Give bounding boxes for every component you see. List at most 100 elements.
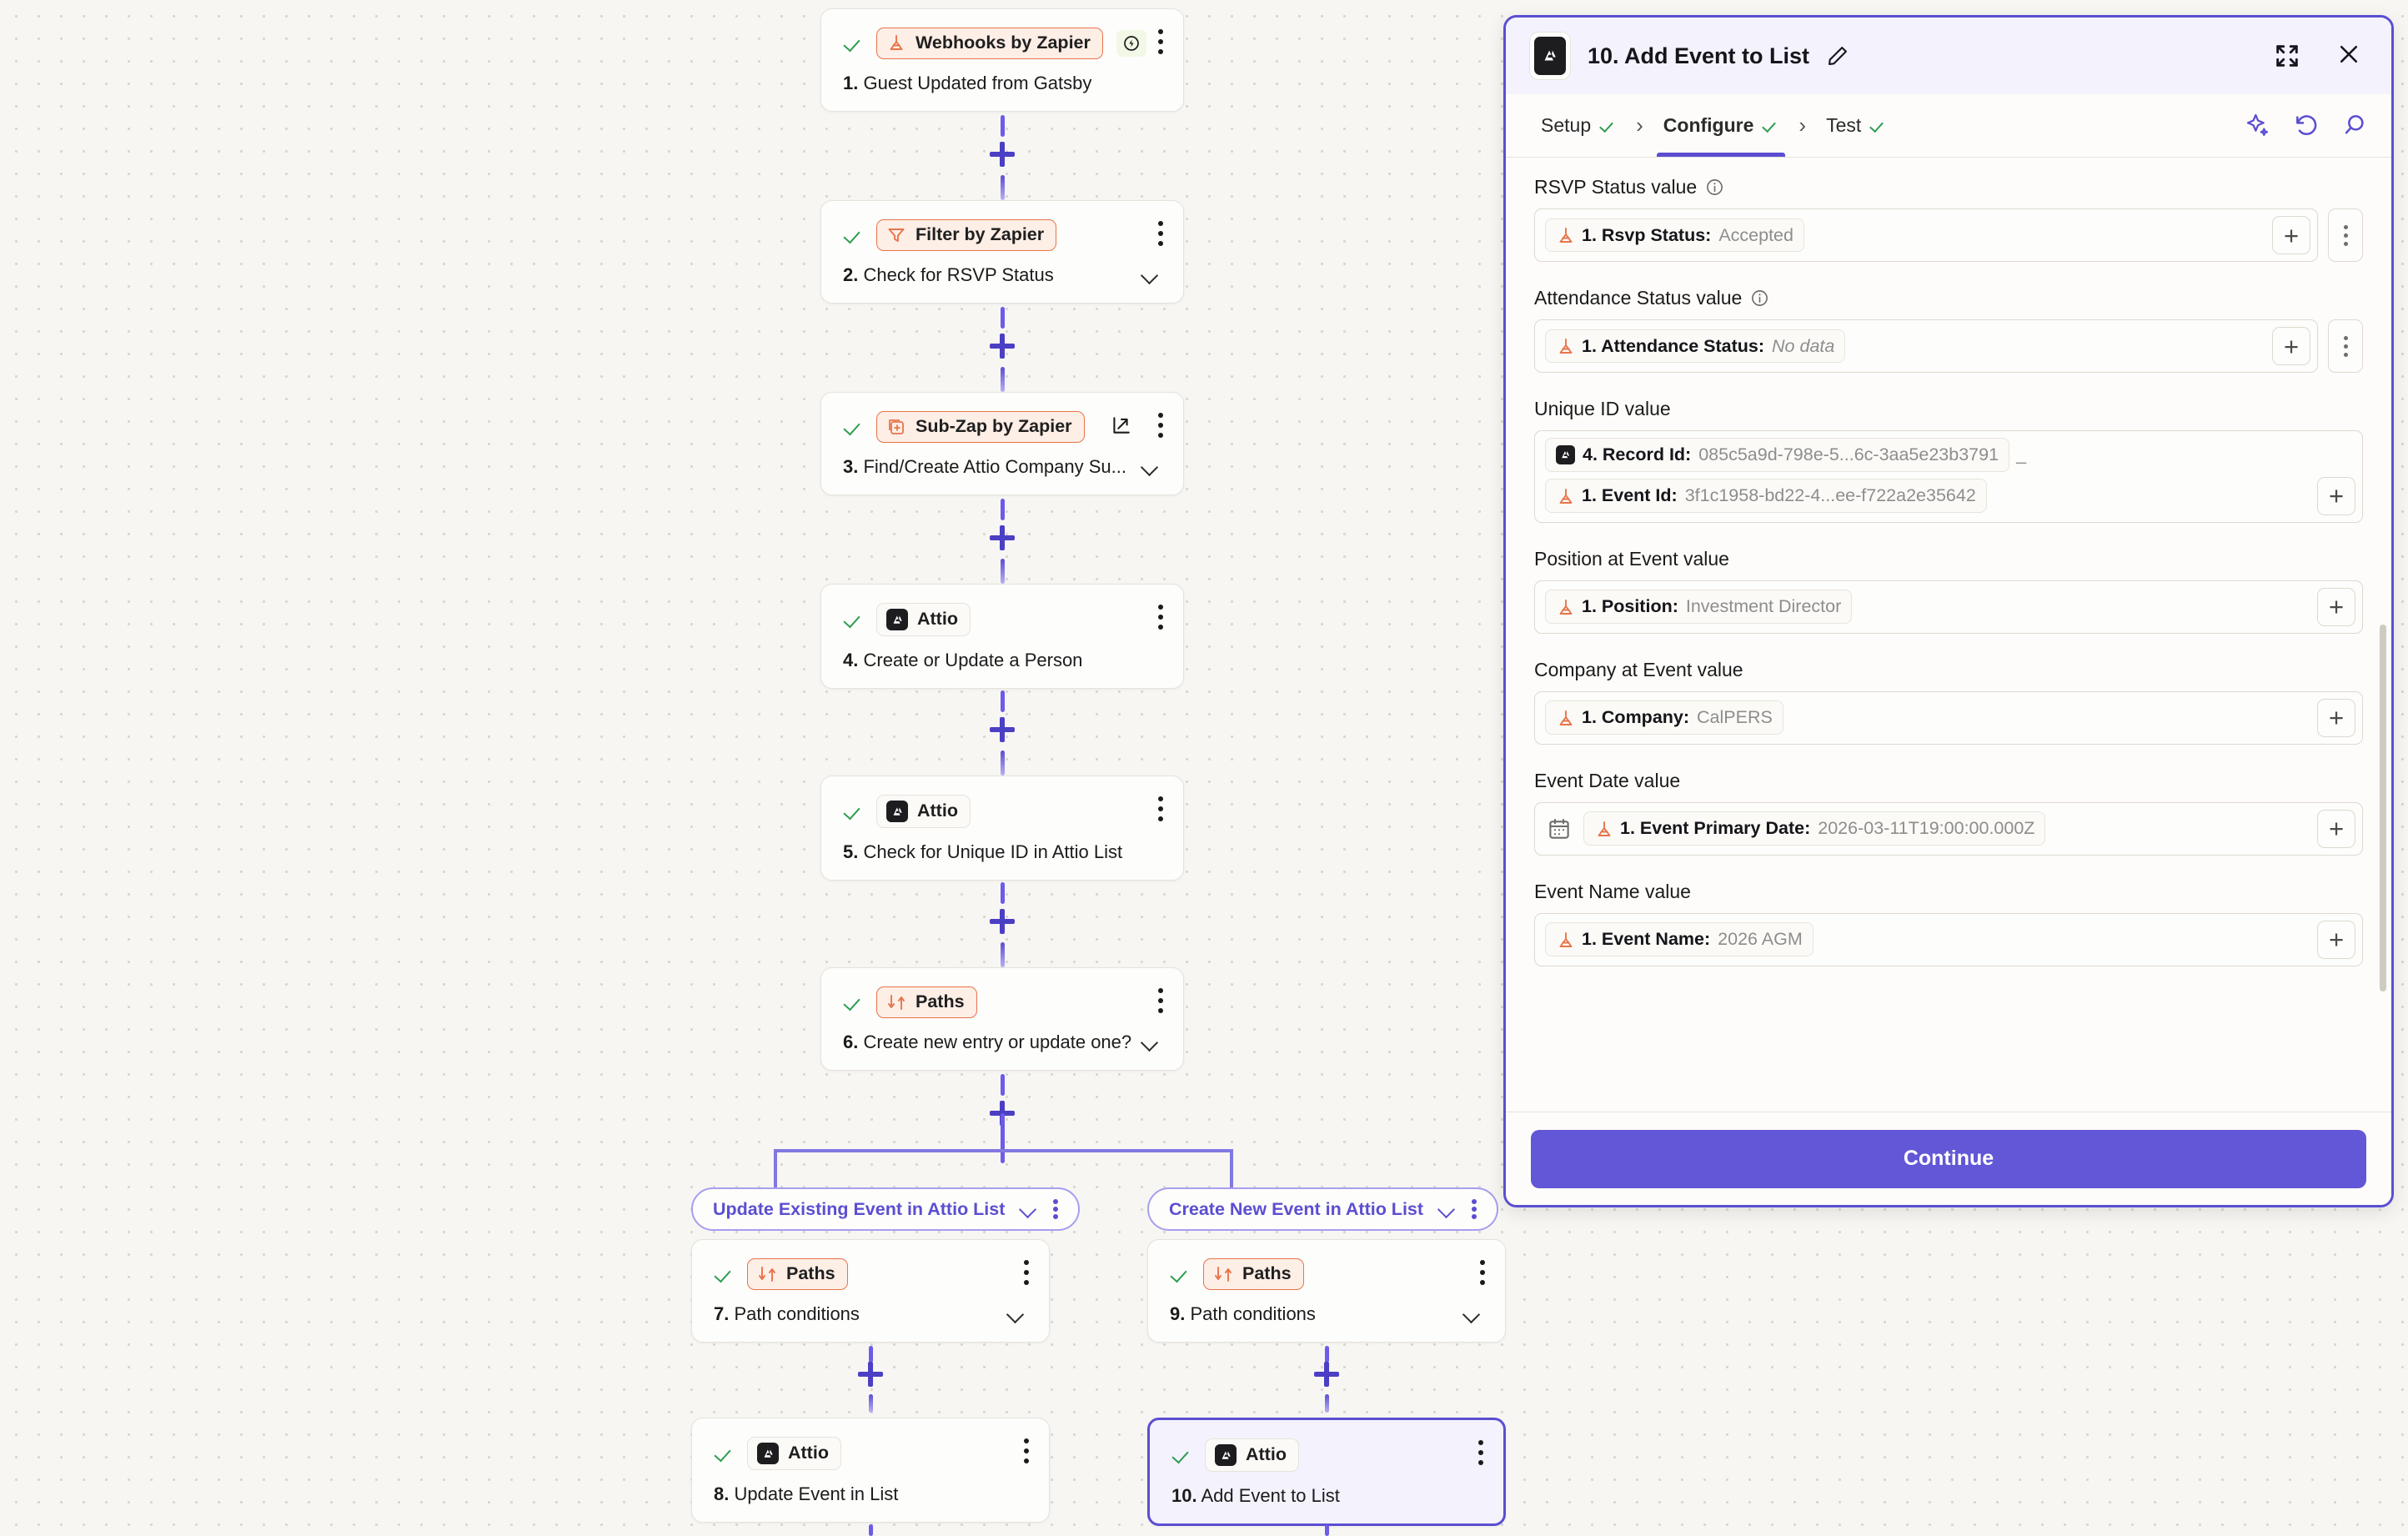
add-step-1[interactable]: [990, 142, 1015, 167]
path-right-add-step[interactable]: [1314, 1362, 1339, 1387]
field-1-token-0[interactable]: 1. Attendance Status:No data: [1545, 329, 1845, 364]
undo-icon[interactable]: [2293, 112, 2321, 140]
tab-configure[interactable]: Configure: [1650, 94, 1793, 157]
path-right-more-menu[interactable]: [1472, 1199, 1478, 1219]
field-6-token-0[interactable]: 1. Event Name:2026 AGM: [1545, 922, 1814, 956]
expand-icon[interactable]: [2273, 42, 2301, 70]
add-step-2[interactable]: [990, 334, 1015, 359]
page-title: 10. Add Event to List: [1588, 43, 1809, 69]
field-4-input[interactable]: 1. Company:CalPERS +: [1534, 691, 2363, 745]
chevron-down-icon[interactable]: [1140, 269, 1161, 282]
field-0-label: RSVP Status value: [1534, 176, 1697, 198]
node-2-app-chip[interactable]: Filter by Zapier: [876, 219, 1056, 251]
info-icon[interactable]: [1705, 178, 1724, 197]
node-3-more-menu[interactable]: [1158, 413, 1165, 438]
node-8-more-menu[interactable]: [1024, 1438, 1031, 1463]
node-4-app-chip[interactable]: Attio: [876, 603, 971, 636]
node-7-app-chip[interactable]: Paths: [747, 1258, 848, 1290]
field-5-token-0[interactable]: 1. Event Primary Date:2026-03-11T19:00:0…: [1583, 811, 2045, 846]
node-4-more-menu[interactable]: [1158, 605, 1165, 630]
node-1-title: Guest Updated from Gatsby: [863, 73, 1091, 93]
node-6-index: 6.: [843, 1032, 858, 1052]
close-icon[interactable]: [2336, 42, 2365, 70]
node-10-app-chip[interactable]: Attio: [1205, 1438, 1299, 1472]
field-2-add-button[interactable]: +: [2317, 477, 2355, 515]
panel-scrollbar[interactable]: [2380, 625, 2386, 991]
field-1-input[interactable]: 1. Attendance Status:No data +: [1534, 319, 2318, 373]
path-right-pill[interactable]: Create New Event in Attio List: [1147, 1187, 1498, 1231]
field-1-add-button[interactable]: +: [2272, 327, 2310, 365]
check-icon: [714, 1263, 735, 1285]
paths-icon: [757, 1264, 777, 1284]
field-2-token-2[interactable]: 1. Event Id:3f1c1958-bd22-4...ee-f722a2e…: [1545, 479, 1987, 513]
info-icon[interactable]: [1750, 289, 1769, 308]
chevron-down-icon[interactable]: [1140, 460, 1161, 474]
node-6-more-menu[interactable]: [1158, 988, 1165, 1013]
path-left-pill[interactable]: Update Existing Event in Attio List: [691, 1187, 1080, 1231]
field-3-token-0[interactable]: 1. Position:Investment Director: [1545, 590, 1852, 624]
connector-line: [1001, 690, 1005, 712]
add-step-5[interactable]: [990, 909, 1015, 934]
tab-setup[interactable]: Setup: [1528, 94, 1629, 157]
field-5-add-button[interactable]: +: [2317, 810, 2355, 848]
node-8-app-chip[interactable]: Attio: [747, 1437, 841, 1470]
continue-button[interactable]: Continue: [1531, 1130, 2366, 1188]
field-0-more-menu[interactable]: [2328, 208, 2363, 262]
field-1-label: Attendance Status value: [1534, 287, 1742, 309]
chevron-down-icon[interactable]: [1462, 1308, 1483, 1321]
node-10-more-menu[interactable]: [1478, 1440, 1485, 1465]
node-4-app-label: Attio: [917, 610, 958, 629]
field-0-input[interactable]: 1. Rsvp Status:Accepted +: [1534, 208, 2318, 262]
add-step-4[interactable]: [990, 717, 1015, 742]
path-left-add-step[interactable]: [858, 1362, 883, 1387]
token-key: 1. Position:: [1582, 596, 1678, 617]
field-4-add-button[interactable]: +: [2317, 699, 2355, 737]
field-0-add-button[interactable]: +: [2272, 216, 2310, 254]
field-0-token-0[interactable]: 1. Rsvp Status:Accepted: [1545, 218, 1804, 253]
node-5-more-menu[interactable]: [1158, 796, 1165, 821]
add-step-3[interactable]: [990, 525, 1015, 550]
chevron-down-icon[interactable]: [1006, 1308, 1027, 1321]
node-3-app-chip[interactable]: Sub-Zap by Zapier: [876, 411, 1085, 443]
field-2-token-0[interactable]: 4. Record Id:085c5a9d-798e-5...6c-3aa5e2…: [1545, 438, 2009, 472]
path-left-more-menu[interactable]: [1053, 1199, 1060, 1219]
field-6-input[interactable]: 1. Event Name:2026 AGM +: [1534, 913, 2363, 966]
instant-trigger-icon[interactable]: [1116, 30, 1146, 57]
node-9-more-menu[interactable]: [1480, 1260, 1487, 1285]
field-2-input[interactable]: 4. Record Id:085c5a9d-798e-5...6c-3aa5e2…: [1534, 430, 2363, 523]
node-6-app-chip[interactable]: Paths: [876, 986, 977, 1018]
field-3-add-button[interactable]: +: [2317, 588, 2355, 626]
chevron-down-icon[interactable]: [1140, 1036, 1161, 1049]
node-2-more-menu[interactable]: [1158, 221, 1165, 246]
node-5-app-chip[interactable]: Attio: [876, 795, 971, 828]
ai-sparkle-icon[interactable]: [2245, 112, 2273, 140]
node-7-more-menu[interactable]: [1024, 1260, 1031, 1285]
node-1-app-chip[interactable]: Webhooks by Zapier: [876, 28, 1103, 59]
tab-test[interactable]: Test: [1813, 94, 1899, 157]
chevron-down-icon[interactable]: [1018, 1202, 1040, 1216]
field-3-input[interactable]: 1. Position:Investment Director +: [1534, 580, 2363, 634]
branch-connector: [774, 1149, 1230, 1152]
field-1-more-menu[interactable]: [2328, 319, 2363, 373]
field-5-input[interactable]: 1. Event Primary Date:2026-03-11T19:00:0…: [1534, 802, 2363, 856]
pencil-icon[interactable]: [1826, 44, 1849, 68]
open-external-icon[interactable]: [1110, 414, 1131, 436]
field-6-add-button[interactable]: +: [2317, 921, 2355, 959]
node-1-more-menu[interactable]: [1158, 29, 1165, 54]
chevron-down-icon[interactable]: [1437, 1202, 1458, 1216]
node-9-app-chip[interactable]: Paths: [1203, 1258, 1304, 1290]
calendar-icon[interactable]: [1547, 816, 1572, 841]
search-icon[interactable]: [2341, 112, 2370, 140]
panel-fields[interactable]: RSVP Status value 1. Rsvp Status:Accepted…: [1506, 158, 2391, 1112]
field-4-token-0[interactable]: 1. Company:CalPERS: [1545, 700, 1783, 735]
